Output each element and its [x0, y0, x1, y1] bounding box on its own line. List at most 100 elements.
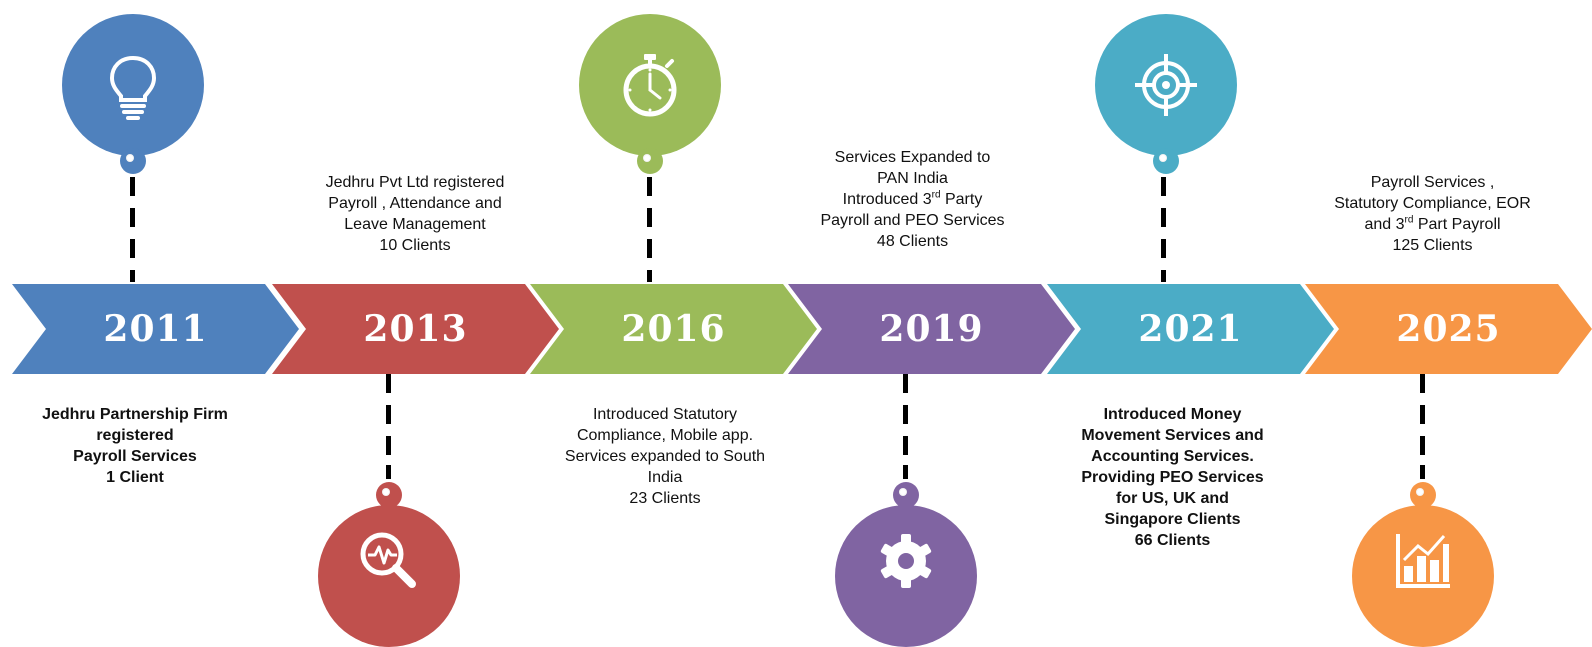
- text-line: Payroll , Attendance and: [328, 195, 502, 212]
- text-line: Introduced Statutory: [592, 406, 738, 423]
- text-line: India: [647, 469, 683, 486]
- year-label: 2025: [1396, 308, 1501, 350]
- text-line: Jedhru Partnership Firm: [42, 406, 228, 423]
- dash: [1420, 374, 1425, 393]
- milestone-icon-circle-2016: [579, 14, 721, 156]
- text-part: Part Payroll: [1413, 216, 1501, 233]
- text-line: registered: [96, 427, 174, 444]
- arrow-shape: [1047, 284, 1334, 374]
- arrow-shape: [788, 284, 1075, 374]
- text-line: Jedhru Pvt Ltd registered: [325, 174, 505, 191]
- timeline-arrow-2019: 2019: [788, 284, 1075, 374]
- text-line: 23 Clients: [629, 490, 701, 507]
- pin-ring: [893, 482, 919, 508]
- text-line: Compliance, Mobile app.: [576, 427, 754, 444]
- text-line: Leave Management: [344, 216, 486, 233]
- milestone-icon-circle-2025: [1352, 505, 1494, 647]
- milestone-text-2025: Payroll Services , Statutory Compliance,…: [1300, 172, 1565, 256]
- dash: [647, 239, 652, 258]
- magnifier-pulse-icon: [360, 532, 416, 588]
- dash: [1420, 465, 1425, 479]
- dash: [647, 208, 652, 227]
- year-label: 2019: [879, 308, 984, 350]
- text-line: Accounting Services.: [1091, 448, 1254, 465]
- timeline-arrow-2016: 2016: [530, 284, 817, 374]
- text-line: Services expanded to South: [564, 448, 766, 465]
- pin-ring: [1153, 148, 1179, 174]
- pin-ring: [376, 482, 402, 508]
- timeline-arrow-2013: 2013: [272, 284, 559, 374]
- lightbulb-icon: [109, 55, 157, 120]
- arrow-shape: [272, 284, 559, 374]
- text-line: Payroll Services: [73, 448, 197, 465]
- milestone-icon-circle-2013: [318, 505, 460, 647]
- text-line: 1 Client: [106, 469, 164, 486]
- text-line: Singapore Clients: [1104, 511, 1241, 528]
- text-line: 48 Clients: [876, 233, 949, 250]
- dash: [386, 436, 391, 455]
- text-line: Payroll Services ,: [1370, 174, 1495, 191]
- arrow-shape: [530, 284, 817, 374]
- dash: [130, 239, 135, 258]
- dash: [386, 374, 391, 393]
- dash: [903, 465, 908, 479]
- year-label: 2013: [363, 308, 468, 350]
- text-line: Services Expanded to: [834, 149, 991, 166]
- stopwatch-icon: [623, 54, 677, 117]
- milestone-text-2011: Jedhru Partnership Firm registered Payro…: [20, 404, 250, 488]
- arrow-shape: [12, 284, 299, 374]
- milestone-text-2021: Introduced Money Movement Services and A…: [1045, 404, 1300, 551]
- text-line: 10 Clients: [379, 237, 451, 254]
- text-part: Introduced 3: [842, 191, 932, 208]
- year-label: 2021: [1138, 308, 1243, 350]
- text-line: Payroll and PEO Services: [820, 212, 1005, 229]
- dash: [1161, 270, 1166, 282]
- text-line: Introduced Money: [1103, 406, 1242, 423]
- milestone-icon-circle-2019: [835, 505, 977, 647]
- target-icon: [1135, 54, 1197, 116]
- dash: [903, 374, 908, 393]
- pin-ring: [637, 148, 663, 174]
- text-part: and 3: [1364, 216, 1405, 233]
- timeline-arrow-2011: 2011: [12, 284, 299, 374]
- timeline-arrow-2021: 2021: [1047, 284, 1334, 374]
- text-line: Statutory Compliance, EOR: [1334, 195, 1531, 212]
- dash: [130, 208, 135, 227]
- dash: [1161, 239, 1166, 258]
- year-label: 2011: [103, 308, 208, 350]
- dash: [386, 405, 391, 424]
- dash: [130, 177, 135, 196]
- pin-ring: [1410, 482, 1436, 508]
- milestone-icon-circle-2021: [1095, 14, 1237, 156]
- pin-ring: [120, 148, 146, 174]
- text-line: Introduced 3rd Party: [785, 189, 1040, 210]
- text-line: for US, UK and: [1116, 490, 1229, 507]
- text-line: Providing PEO Services: [1081, 469, 1264, 486]
- dash: [903, 436, 908, 455]
- text-part: Party: [940, 191, 983, 208]
- milestone-text-2019: Services Expanded to PAN India Introduce…: [785, 147, 1040, 252]
- text-line: 66 Clients: [1134, 532, 1211, 549]
- year-label: 2016: [621, 308, 726, 350]
- dash: [386, 465, 391, 479]
- dash: [130, 270, 135, 282]
- text-line: and 3rd Part Payroll: [1300, 214, 1565, 235]
- superscript: rd: [931, 189, 941, 201]
- dash: [647, 270, 652, 282]
- text-line: Movement Services and: [1081, 427, 1264, 444]
- bar-chart-icon: [1396, 534, 1450, 588]
- dash: [1161, 208, 1166, 227]
- milestone-text-2013: Jedhru Pvt Ltd registered Payroll , Atte…: [290, 172, 540, 256]
- dash: [647, 177, 652, 196]
- superscript: rd: [1404, 214, 1414, 226]
- text-line: 125 Clients: [1392, 237, 1473, 254]
- timeline-arrow-2025: 2025: [1305, 284, 1592, 374]
- arrow-shape: [1305, 284, 1592, 374]
- dash: [1420, 436, 1425, 455]
- gear-icon: [880, 534, 932, 588]
- dash: [1420, 405, 1425, 424]
- text-line: PAN India: [877, 170, 948, 187]
- dash: [1161, 177, 1166, 196]
- dash: [903, 405, 908, 424]
- milestone-text-2016: Introduced Statutory Compliance, Mobile …: [535, 404, 795, 509]
